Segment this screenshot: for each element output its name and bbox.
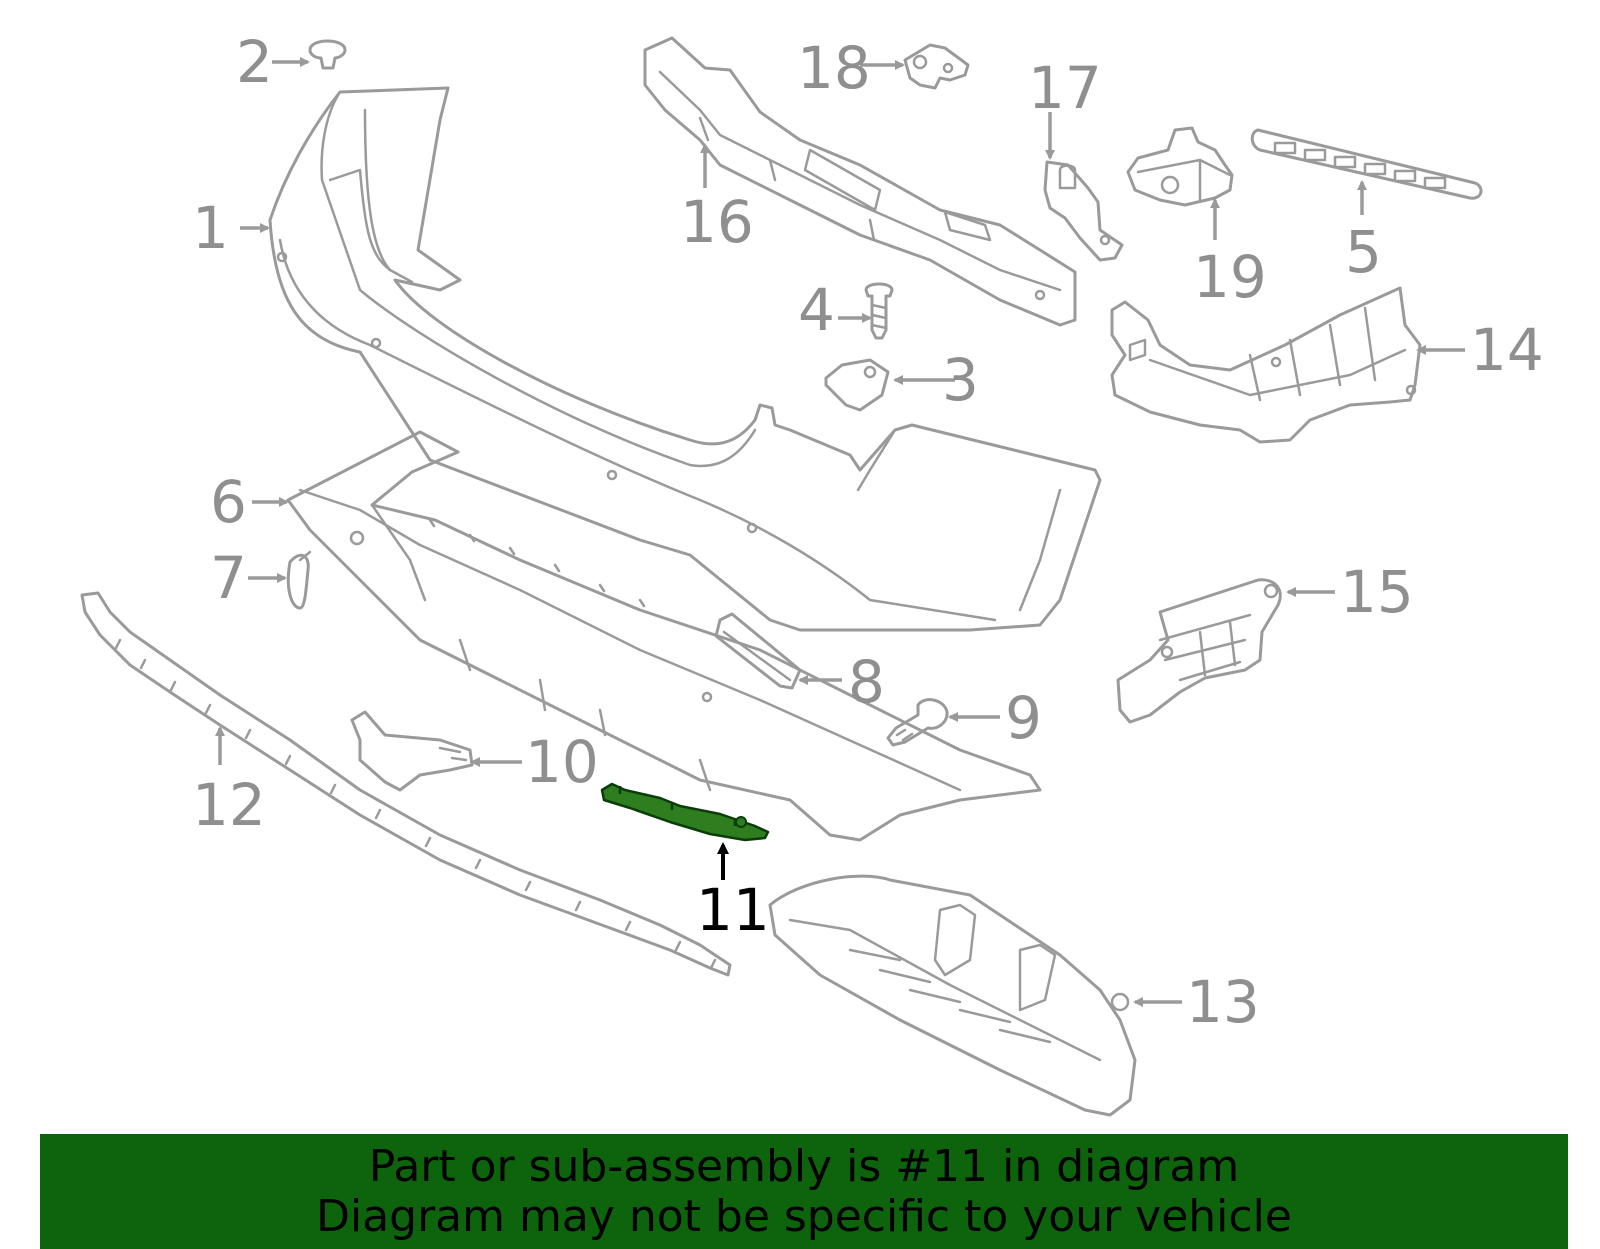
callout-7: 7 — [210, 544, 247, 612]
part-6-lower-cover — [286, 430, 1042, 842]
part-3-bracket — [824, 358, 890, 412]
part-1-bumper-cover — [268, 86, 1102, 632]
part-18-bracket — [903, 43, 970, 90]
part-11-highlighted — [600, 782, 770, 842]
banner-part-number-text: Part or sub-assembly is #11 in diagram — [368, 1140, 1240, 1192]
callout-5: 5 — [1345, 218, 1382, 286]
leader-arrows — [215, 57, 1465, 1007]
callout-2: 2 — [236, 28, 273, 96]
part-13-undercover — [768, 874, 1137, 1117]
callout-14: 14 — [1470, 316, 1544, 384]
callout-3: 3 — [942, 346, 979, 414]
part-4-screw — [864, 282, 894, 340]
callout-15: 15 — [1340, 558, 1414, 626]
part-14-side-shield — [1110, 286, 1422, 444]
callout-13: 13 — [1186, 968, 1260, 1036]
callout-8: 8 — [848, 648, 885, 716]
callout-17: 17 — [1028, 54, 1102, 122]
part-7-cap — [286, 550, 312, 610]
part-15-side-bracket — [1116, 578, 1282, 724]
part-12-trim-strip — [80, 591, 732, 977]
callout-18: 18 — [797, 34, 871, 102]
callout-6: 6 — [210, 468, 247, 536]
banner-disclaimer-text: Diagram may not be specific to your vehi… — [316, 1190, 1292, 1242]
callout-labels: 1 2 3 4 5 6 7 8 9 10 12 13 14 15 16 17 1… — [192, 28, 1544, 1036]
callout-1: 1 — [192, 194, 229, 262]
part-9-bolt — [886, 698, 949, 747]
callout-10: 10 — [525, 728, 599, 796]
part-16-impact-bar — [643, 36, 1077, 327]
callout-19: 19 — [1193, 243, 1267, 311]
callout-9: 9 — [1005, 684, 1042, 752]
callout-12: 12 — [192, 771, 266, 839]
part-5-bracket-strip — [1250, 128, 1483, 200]
info-banner: Part or sub-assembly is #11 in diagram D… — [40, 1134, 1568, 1249]
callout-4: 4 — [798, 276, 835, 344]
callout-16: 16 — [680, 188, 754, 256]
part-17-bracket — [1043, 160, 1124, 262]
callout-11-highlighted: 11 — [696, 876, 770, 944]
part-19-sensor — [1126, 126, 1234, 207]
part-8-bracket — [714, 612, 802, 690]
part-10-bracket — [350, 710, 474, 792]
part-2-clip — [308, 39, 347, 70]
